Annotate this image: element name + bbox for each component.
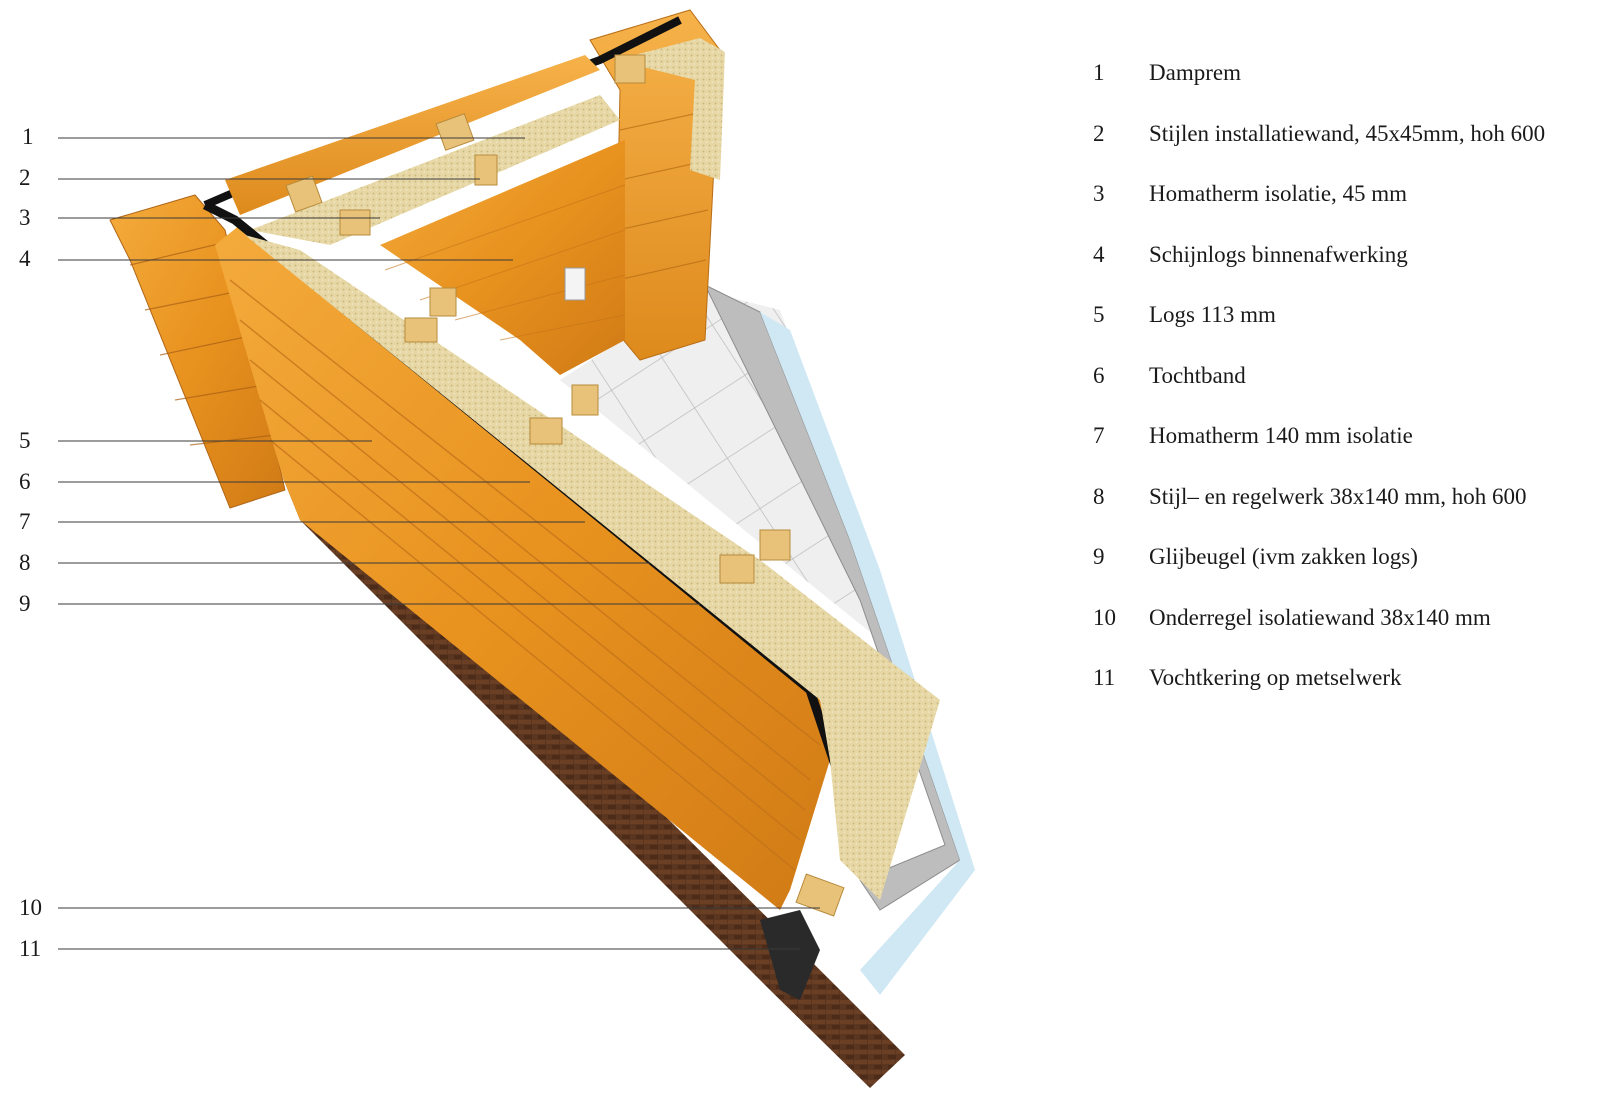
legend-label: Homatherm 140 mm isolatie [1149, 423, 1413, 448]
legend-item: 8 Stijl– en regelwerk 38x140 mm, hoh 600 [1093, 482, 1598, 543]
legend-number: 7 [1093, 423, 1105, 448]
legend-item: 7 Homatherm 140 mm isolatie [1093, 421, 1598, 482]
legend-label: Damprem [1149, 60, 1241, 85]
legend-label: Schijnlogs binnenafwerking [1149, 241, 1408, 267]
legend-number: 6 [1093, 362, 1105, 388]
legend-item: 10 Onderregel isolatiewand 38x140 mm [1093, 603, 1598, 664]
callout-number-4: 4 [19, 246, 31, 271]
legend-number: 3 [1093, 181, 1105, 206]
legend-item: 1 Damprem [1093, 58, 1598, 119]
legend-label: Tochtband [1149, 362, 1246, 388]
damp-proof-course [760, 910, 820, 1000]
back-wall-insulation [615, 38, 725, 180]
legend-label: Logs 113 mm [1149, 302, 1276, 327]
callout-number-8: 8 [19, 550, 31, 575]
legend-item: 3 Homatherm isolatie, 45 mm [1093, 179, 1598, 240]
callout-number-5: 5 [19, 428, 31, 453]
callout-leader-lines [58, 137, 820, 950]
legend-label: Vochtkering op metselwerk [1149, 665, 1402, 690]
legend-number: 8 [1093, 483, 1105, 509]
front-log-wall [215, 225, 840, 910]
legend-number: 1 [1093, 60, 1105, 85]
legend-item: 6 Tochtband [1093, 361, 1598, 422]
legend-label: Onderregel isolatiewand 38x140 mm [1149, 604, 1491, 630]
legend-label: Homatherm isolatie, 45 mm [1149, 181, 1408, 206]
legend: 1 Damprem 2 Stijlen installatiewand, 45x45… [1093, 58, 1598, 724]
front-log-wall-lines [229, 279, 821, 871]
callout-number-2: 2 [19, 165, 31, 190]
legend-item: 5 Logs 113 mm [1093, 300, 1598, 361]
legend-item: 9 Glijbeugel (ivm zakken logs) [1093, 542, 1598, 603]
callout-number-10: 10 [19, 895, 42, 920]
legend-number: 5 [1093, 302, 1105, 327]
legend-number: 4 [1093, 241, 1105, 267]
legend-label: Glijbeugel (ivm zakken logs) [1149, 544, 1418, 569]
wall-socket [564, 267, 586, 301]
legend-label: Stijlen installatiewand, 45x45mm, hoh 60… [1149, 120, 1546, 146]
legend-item: 11 Vochtkering op metselwerk [1093, 663, 1598, 724]
callout-number-3: 3 [19, 205, 31, 230]
interior-back-wall [380, 140, 625, 375]
back-wall-insulation-band [250, 95, 620, 245]
legend-number: 2 [1093, 120, 1105, 146]
legend-number: 9 [1093, 544, 1105, 569]
legend-label: Stijl– en regelwerk 38x140 mm, hoh 600 [1149, 483, 1527, 509]
legend-number: 11 [1093, 665, 1116, 690]
legend-item: 4 Schijnlogs binnenafwerking [1093, 240, 1598, 301]
frame-studs [285, 54, 845, 917]
callout-number-6: 6 [19, 469, 31, 494]
back-wall-top-logs [225, 55, 600, 215]
callout-number-7: 7 [19, 509, 31, 534]
legend-item: 2 Stijlen installatiewand, 45x45mm, hoh 6… [1093, 119, 1598, 180]
callout-number-11: 11 [19, 936, 41, 961]
callout-number-9: 9 [19, 591, 31, 616]
callout-numbers: 1 2 3 4 5 6 7 8 9 10 11 [19, 124, 42, 961]
front-wall-insulation-band [245, 235, 940, 900]
callout-number-1: 1 [22, 124, 34, 149]
legend-number: 10 [1093, 604, 1116, 630]
